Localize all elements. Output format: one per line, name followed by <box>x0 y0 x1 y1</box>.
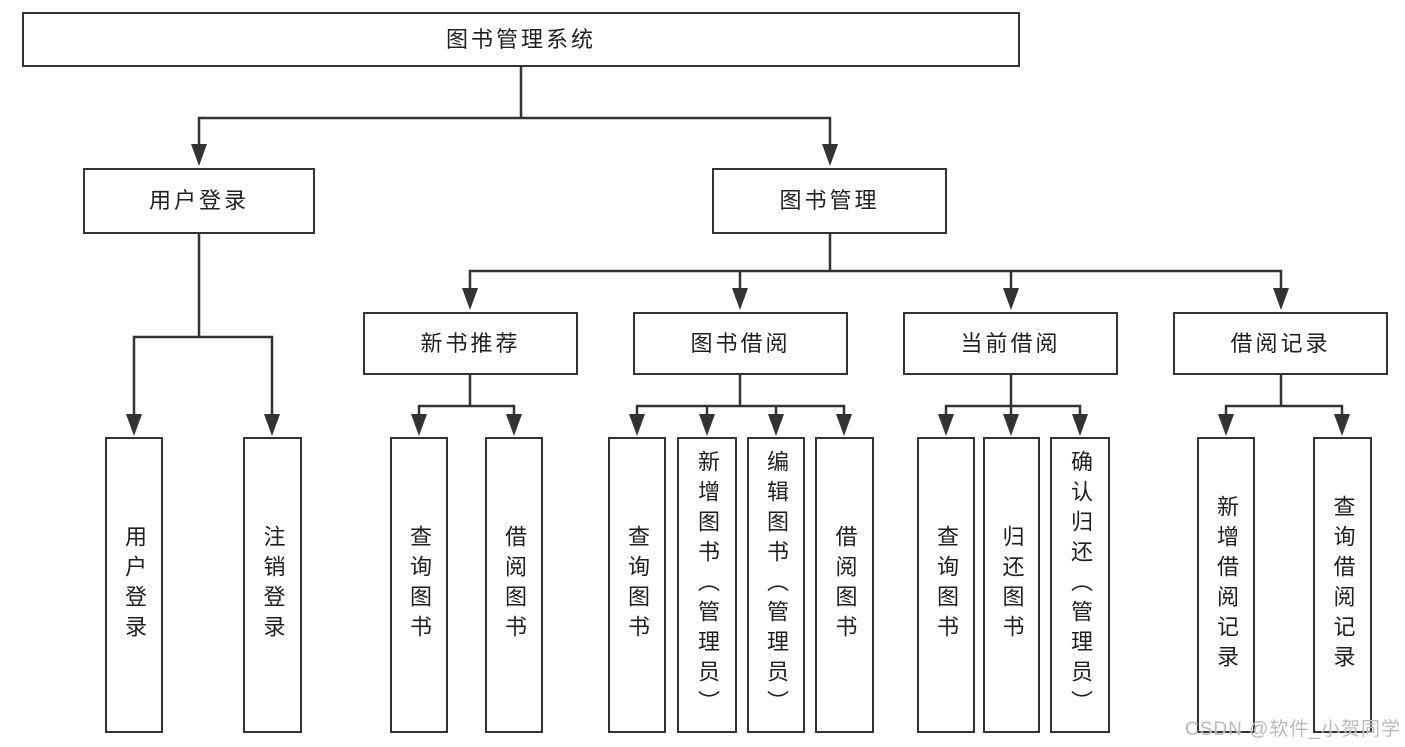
leaf-user-login: 用户登录 <box>105 437 163 733</box>
leaf-query-borrow-record: 查询借阅记录 <box>1313 437 1372 733</box>
leaf-borrow-books: 借阅图书 <box>815 437 874 733</box>
arrowhead-icon <box>1003 414 1019 436</box>
arrowhead-icon <box>506 414 522 436</box>
node-borrow-records: 借阅记录 <box>1173 312 1388 375</box>
leaf-return-books: 归还图书 <box>983 437 1040 733</box>
arrowhead-icon <box>462 288 478 310</box>
arrowhead-icon <box>938 414 954 436</box>
leaf-logout: 注销登录 <box>243 437 302 733</box>
connector-lines <box>132 67 1344 418</box>
arrowhead-icon <box>191 144 207 166</box>
leaf-edit-books-admin: 编辑图书（管理员） <box>747 437 805 733</box>
arrowhead-icon <box>836 414 852 436</box>
leaf-query-books: 查询图书 <box>608 437 666 733</box>
arrowhead-icon <box>126 414 142 436</box>
arrowheads <box>126 144 1350 436</box>
leaf-add-borrow-record: 新增借阅记录 <box>1197 437 1255 733</box>
arrowhead-icon <box>1218 414 1234 436</box>
arrowhead-icon <box>1334 414 1350 436</box>
leaf-borrow-books: 借阅图书 <box>485 437 543 733</box>
arrowhead-icon <box>1273 288 1289 310</box>
arrowhead-icon <box>768 414 784 436</box>
arrowhead-icon <box>699 414 715 436</box>
arrowhead-icon <box>1003 288 1019 310</box>
leaf-add-books-admin: 新增图书（管理员） <box>677 437 737 733</box>
node-current-borrowing: 当前借阅 <box>903 312 1118 375</box>
arrowhead-icon <box>732 288 748 310</box>
leaf-query-books: 查询图书 <box>917 437 975 733</box>
leaf-query-books: 查询图书 <box>390 437 448 733</box>
watermark: CSDN @软件_小贺同学 <box>1185 719 1401 740</box>
node-user-login: 用户登录 <box>83 168 315 234</box>
node-library-management-system: 图书管理系统 <box>22 12 1020 67</box>
node-book-management: 图书管理 <box>712 168 947 234</box>
arrowhead-icon <box>629 414 645 436</box>
leaf-confirm-return-admin: 确认归还（管理员） <box>1050 437 1110 733</box>
arrowhead-icon <box>822 144 838 166</box>
node-new-book-recommendation: 新书推荐 <box>363 312 578 375</box>
arrowhead-icon <box>264 414 280 436</box>
node-book-borrowing: 图书借阅 <box>633 312 848 375</box>
arrowhead-icon <box>1072 414 1088 436</box>
arrowhead-icon <box>411 414 427 436</box>
